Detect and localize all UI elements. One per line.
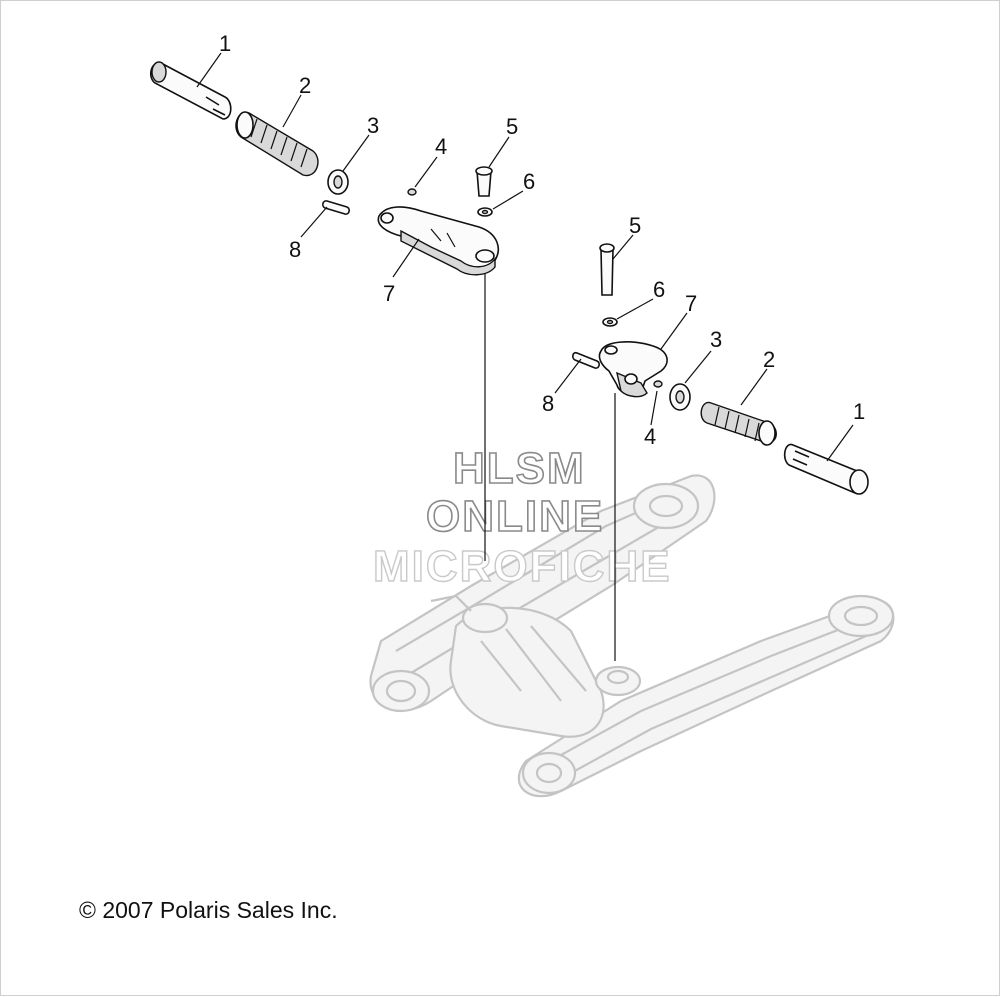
callout-left-5: 5 <box>506 114 518 139</box>
callouts-right: 1 2 3 4 5 6 7 8 <box>542 213 865 449</box>
left-bracket <box>377 206 499 276</box>
callout-left-4: 4 <box>435 134 447 159</box>
right-small-washer <box>602 317 618 327</box>
callout-right-2: 2 <box>763 347 775 372</box>
callout-left-3: 3 <box>367 113 379 138</box>
left-assembly <box>149 61 499 276</box>
callouts-left: 1 2 3 4 5 6 7 8 <box>219 31 535 306</box>
callout-left-8: 8 <box>289 237 301 262</box>
callout-right-6: 6 <box>653 277 665 302</box>
right-bolt <box>599 243 615 296</box>
watermark: HLSM ONLINE MICROFICHE <box>372 443 672 592</box>
left-rubber-grip <box>235 111 319 177</box>
callout-left-1: 1 <box>219 31 231 56</box>
watermark-line-2: ONLINE <box>426 492 604 541</box>
left-small-washer <box>477 207 493 217</box>
callout-left-6: 6 <box>523 169 535 194</box>
copyright-notice: © 2007 Polaris Sales Inc. <box>79 897 338 923</box>
watermark-line-1: HLSM <box>453 444 586 493</box>
left-clevis-pin <box>322 200 350 215</box>
right-bracket <box>598 341 668 398</box>
callout-left-2: 2 <box>299 73 311 98</box>
swing-arm-ghost <box>369 474 895 798</box>
left-footrest-pin <box>149 61 232 120</box>
right-rubber-grip <box>700 401 777 446</box>
right-clevis-pin <box>572 351 600 369</box>
callout-right-4: 4 <box>644 424 656 449</box>
callout-right-7: 7 <box>685 291 697 316</box>
callout-right-1: 1 <box>853 399 865 424</box>
right-washer <box>669 383 691 411</box>
left-bolt <box>475 166 493 197</box>
right-cotter <box>653 380 663 388</box>
watermark-line-3: MICROFICHE <box>373 542 672 591</box>
callout-right-3: 3 <box>710 327 722 352</box>
left-cotter <box>407 188 417 196</box>
callout-right-8: 8 <box>542 391 554 416</box>
left-washer <box>327 169 349 195</box>
right-footrest-pin <box>783 443 869 495</box>
right-assembly <box>572 243 869 495</box>
leader-lines <box>196 52 854 462</box>
callout-right-5: 5 <box>629 213 641 238</box>
callout-left-7: 7 <box>383 281 395 306</box>
